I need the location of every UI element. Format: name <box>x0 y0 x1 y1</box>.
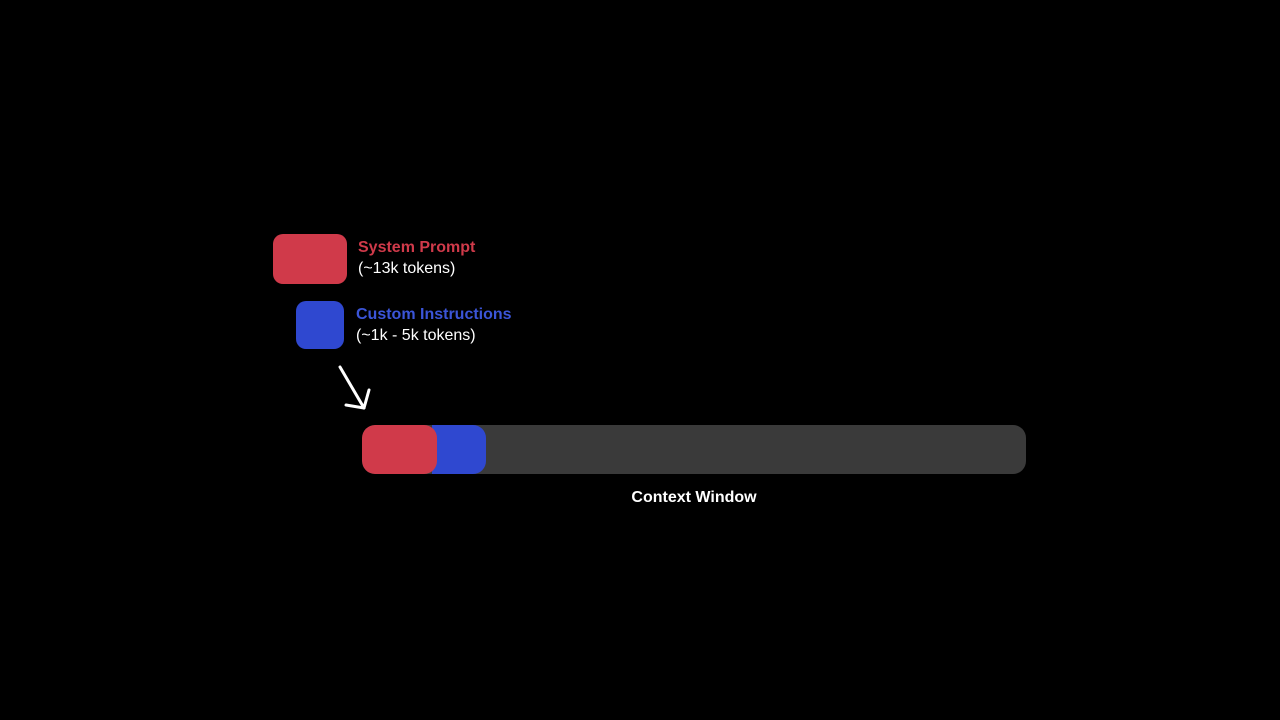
context-window-label: Context Window <box>631 489 757 506</box>
system-prompt-tokens: (~13k tokens) <box>358 260 456 277</box>
custom-instructions-tokens: (~1k - 5k tokens) <box>356 327 476 344</box>
custom-instructions-legend: Custom Instructions (~1k - 5k tokens) <box>356 304 512 346</box>
context-segment-custom-instructions <box>432 425 486 474</box>
arrow-down-right-icon <box>338 365 371 410</box>
context-segment-system-prompt <box>362 425 437 474</box>
system-prompt-swatch <box>273 234 347 284</box>
context-window-bar <box>362 425 1026 474</box>
system-prompt-legend: System Prompt (~13k tokens) <box>358 237 475 279</box>
custom-instructions-swatch <box>296 301 344 349</box>
system-prompt-title: System Prompt <box>358 239 476 256</box>
custom-instructions-title: Custom Instructions <box>356 306 512 323</box>
